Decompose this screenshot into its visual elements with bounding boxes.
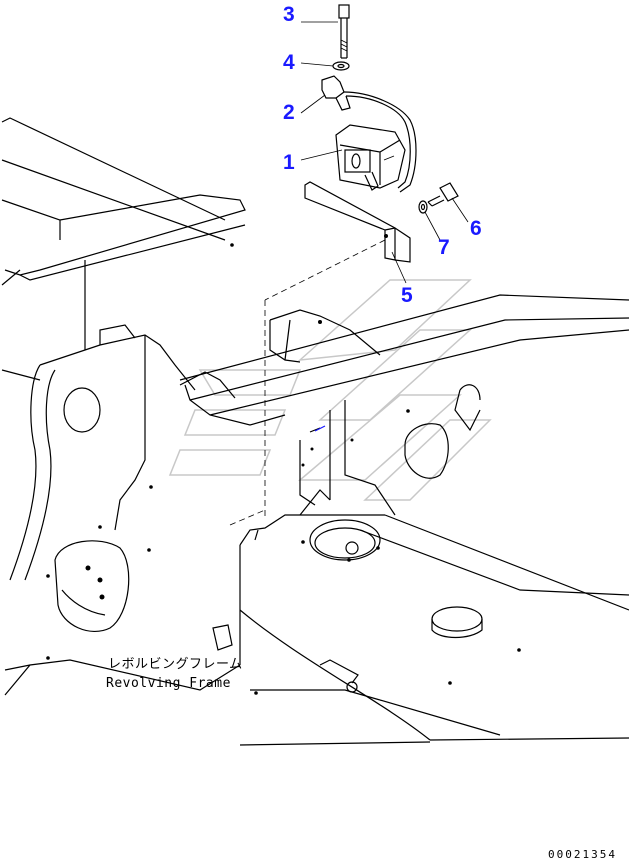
clamp-2-part	[321, 75, 417, 193]
install-centerline	[229, 239, 386, 526]
callout-6: 6	[470, 217, 482, 240]
callout-2: 2	[283, 101, 295, 124]
lamp-1-part	[335, 124, 406, 191]
document-number: 00021354	[548, 848, 617, 861]
callout-7: 7	[438, 236, 450, 259]
leader-lines	[300, 21, 469, 284]
bracket-5-part	[304, 181, 411, 263]
callout-4: 4	[283, 51, 295, 74]
callout-3: 3	[283, 3, 295, 26]
watermark-logo	[168, 279, 492, 501]
washer-4-part	[332, 61, 350, 71]
revolving-frame	[1, 117, 629, 746]
bolt-6-part	[427, 182, 459, 207]
washer-7-part	[418, 200, 428, 214]
callout-1: 1	[283, 151, 295, 174]
frame-label-japanese: レボルビングフレーム	[108, 657, 243, 672]
callout-5: 5	[401, 284, 413, 307]
bolt-3-part	[338, 4, 350, 59]
frame-label-english: Revolving Frame	[106, 676, 231, 691]
